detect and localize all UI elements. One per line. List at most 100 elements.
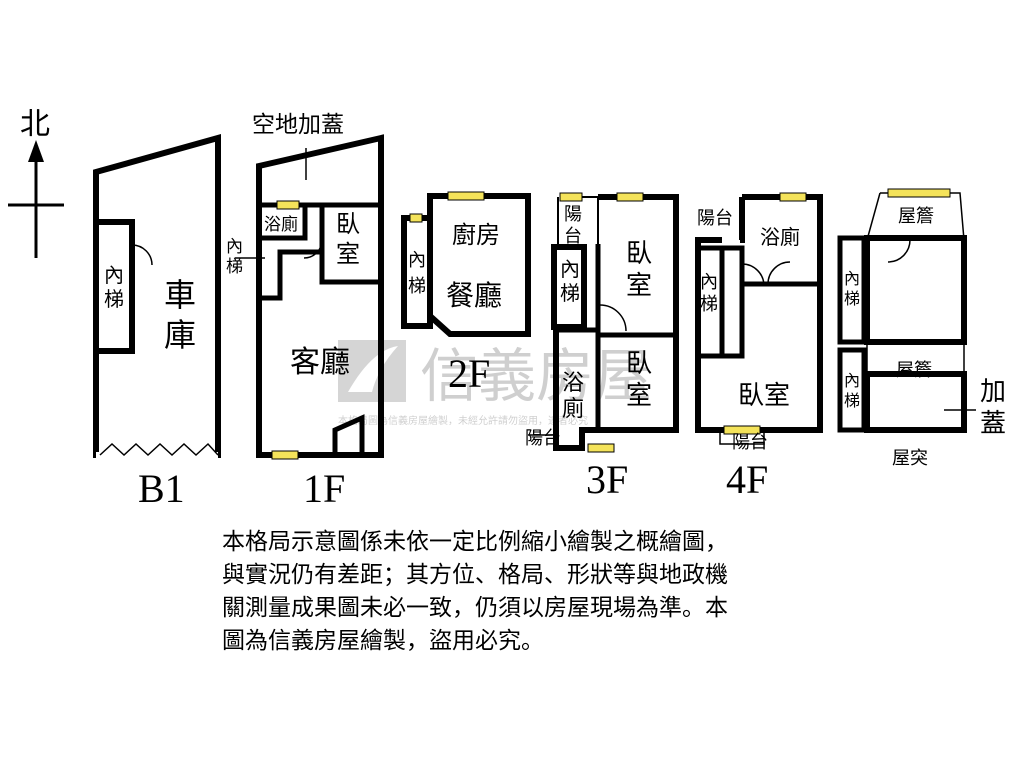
3f-bedroom-b-label-line: 臥 xyxy=(626,349,652,379)
3f-bath-wall xyxy=(554,327,601,430)
floor-b1 xyxy=(93,134,221,458)
3f-balcony-top-label-line: 陽 xyxy=(564,204,582,225)
b1-garage-label: 車庫 xyxy=(164,276,196,354)
1f-stair-label-line: 梯 xyxy=(226,257,243,277)
1f-entry-wall xyxy=(332,414,365,455)
3f-window-bottom xyxy=(587,443,615,453)
roof-floor-label: 屋突 xyxy=(892,448,928,469)
3f-bath-label-line: 浴 xyxy=(562,371,584,396)
2f-outline xyxy=(427,193,531,337)
3f-door-swing xyxy=(599,304,627,332)
disclaimer: 本格局示意圖係未依一定比例縮小繪製之概繪圖， 與實況仍有差距；其方位、格局、形狀… xyxy=(222,526,842,658)
4f-stair-label-line: 梯 xyxy=(700,294,718,315)
2f-kitchen-label: 廚房 xyxy=(452,221,500,249)
2f-window-top xyxy=(447,191,485,201)
4f-door-swing-2 xyxy=(767,261,791,285)
roof-upper-block xyxy=(864,235,967,345)
3f-balcony-bottom-label: 陽台 xyxy=(525,428,561,449)
watermark-logo xyxy=(338,340,406,402)
3f-balcony-top-label: 陽台 xyxy=(564,204,582,247)
1f-window-top xyxy=(276,200,300,210)
roof-eaves-top-label: 屋簷 xyxy=(898,206,934,227)
roof-stair-top-label-line: 梯 xyxy=(844,289,860,308)
b1-stair-label-line: 梯 xyxy=(104,287,124,311)
3f-stair-label-line: 梯 xyxy=(560,281,580,305)
3f-stair-label-line: 內 xyxy=(560,257,580,281)
roof-stair-lower xyxy=(837,347,867,433)
disclaimer-line: 與實況仍有差距；其方位、格局、形狀等與地政機 xyxy=(222,562,728,588)
roof-stair-upper xyxy=(837,235,867,345)
4f-door-swing xyxy=(741,263,765,287)
1f-stair-wall xyxy=(259,249,322,301)
roof-annex-label-line: 蓋 xyxy=(980,409,1006,439)
2f-stair-label: 內梯 xyxy=(408,250,426,297)
floor-roof xyxy=(837,192,976,433)
roof-stair-top-label-line: 內 xyxy=(844,269,860,288)
1f-bedroom-wall xyxy=(319,205,381,285)
roof-stair-bottom-label-line: 梯 xyxy=(844,391,860,410)
2f-stair-label-line: 梯 xyxy=(408,276,426,297)
disclaimer-line: 關測量成果圖未必一致，仍須以房屋現場為準。本 xyxy=(222,595,728,621)
2f-stair-label-line: 內 xyxy=(408,250,426,271)
4f-bedroom-label: 臥室 xyxy=(738,381,790,411)
4f-stair-label-line: 內 xyxy=(700,272,718,293)
3f-bedroom-a-label-line: 室 xyxy=(626,271,652,301)
1f-bedroom-label: 臥室 xyxy=(336,210,360,268)
3f-bedroom-b-label-line: 室 xyxy=(626,381,652,411)
4f-bath-wall-left xyxy=(739,197,745,243)
2f-floor-label: 2F xyxy=(448,351,490,396)
3f-floor-label: 3F xyxy=(586,457,628,502)
2f-dining-label: 餐廳 xyxy=(446,279,502,312)
1f-window-bottom xyxy=(271,450,299,460)
roof-stair-bottom-label: 內梯 xyxy=(844,371,860,410)
3f-bedroom-a-label: 臥室 xyxy=(626,239,652,301)
4f-stair xyxy=(695,245,725,359)
2f-window-stair xyxy=(409,213,423,223)
roof-eaves-top-left xyxy=(866,192,881,241)
watermark-brand: 信義房屋 xyxy=(420,342,652,410)
4f-bath-label: 浴廁 xyxy=(760,225,800,249)
1f-stair-label-line: 內 xyxy=(226,237,243,257)
floor-1f xyxy=(235,134,384,458)
3f-window-top xyxy=(616,192,644,202)
3f-stair-label: 內梯 xyxy=(560,257,580,305)
b1-door-swing xyxy=(131,244,153,266)
roof-stair-bottom-label-line: 內 xyxy=(844,371,860,390)
roof-lower-block xyxy=(864,371,967,433)
roof-eaves-mid-label: 屋簷 xyxy=(896,360,932,381)
3f-bedroom-a-label-line: 臥 xyxy=(626,239,652,269)
3f-window-balcony xyxy=(559,192,583,202)
3f-outline xyxy=(553,194,679,451)
watermark: 信義房屋 本格局圖為信義房屋繪製，未經允許請勿盜用，違者必究 xyxy=(338,340,652,427)
3f-stair xyxy=(551,244,587,330)
1f-annex-label: 空地加蓋 xyxy=(252,112,344,138)
4f-stair-wall xyxy=(722,245,745,359)
b1-stair-wall xyxy=(98,219,135,354)
roof-annex-label: 加蓋 xyxy=(980,377,1006,439)
1f-stair-label: 內梯 xyxy=(226,237,243,277)
3f-bath-label: 浴廁 xyxy=(562,371,584,422)
north-arrow-icon xyxy=(28,140,44,162)
4f-window-bottom xyxy=(723,425,761,435)
4f-balcony-bottom-label: 陽台 xyxy=(732,432,768,453)
b1-garage-label-line: 車 xyxy=(164,276,196,314)
1f-door-swing xyxy=(303,239,323,259)
b1-garage-door xyxy=(99,442,219,457)
3f-bedroom-b-label: 臥室 xyxy=(626,349,652,411)
watermark-logo-mark xyxy=(348,346,398,392)
4f-window-top xyxy=(779,192,807,202)
watermark-notice: 本格局圖為信義房屋繪製，未經允許請勿盜用，違者必究 xyxy=(338,414,588,427)
b1-floor-label: B1 xyxy=(138,466,185,511)
b1-stair-label: 內梯 xyxy=(104,263,124,311)
roof-window-top xyxy=(887,188,951,198)
floor-3f xyxy=(528,194,679,451)
roof-stair-top-label: 內梯 xyxy=(844,269,860,308)
1f-bath-label: 浴廁 xyxy=(264,214,298,235)
b1-garage-label-line: 庫 xyxy=(164,316,196,354)
1f-living-label: 客廳 xyxy=(290,345,350,380)
disclaimer-line: 圖為信義房屋繪製，盜用必究。 xyxy=(222,628,544,654)
1f-outline xyxy=(256,134,384,458)
2f-stair xyxy=(401,215,433,329)
b1-stair-label-line: 內 xyxy=(104,263,124,287)
